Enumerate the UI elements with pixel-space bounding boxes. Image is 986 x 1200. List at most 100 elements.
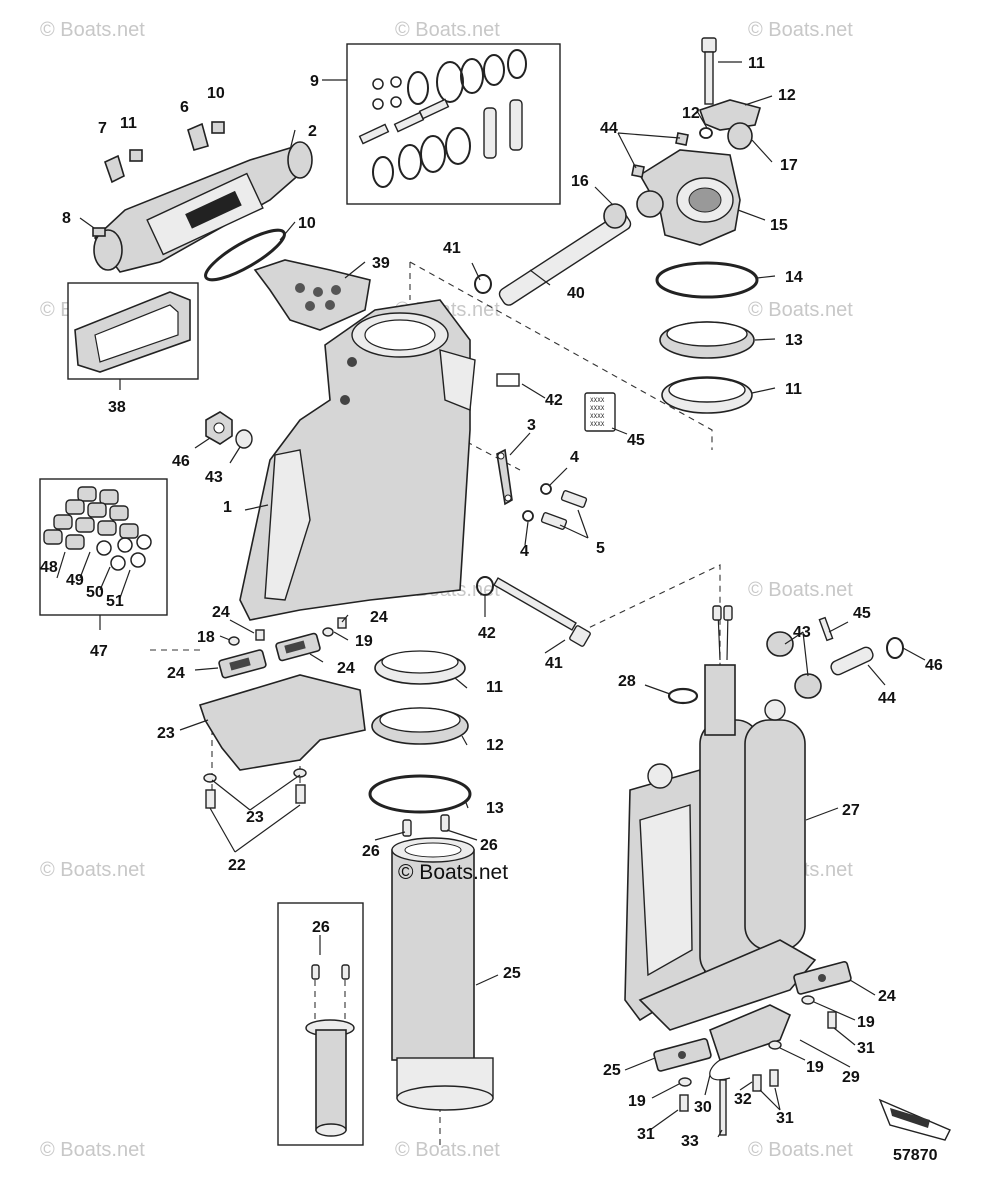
part-seal-12 [659, 321, 755, 359]
part-pin-43 [830, 646, 874, 676]
callout: 26 [312, 919, 330, 936]
decal-text: XXXX [590, 405, 605, 412]
part-bolt-39 [493, 577, 591, 647]
part-screw-23 [255, 629, 265, 641]
part-fittings-6-10 [104, 121, 225, 184]
callout: 11 [120, 115, 137, 132]
center-watermark: © Boats.net [398, 861, 508, 884]
callout: 7 [98, 120, 107, 137]
part-plate-29 [709, 1004, 792, 1062]
part-washer-19 [678, 1077, 692, 1087]
part-screw-20 [295, 784, 306, 804]
watermark: © Boats.net [748, 19, 853, 41]
callout: 10 [298, 215, 316, 232]
part-screw-23 [337, 617, 347, 629]
callout: 48 [40, 559, 58, 576]
watermark: © Boats.net [40, 19, 145, 41]
callout: 30 [694, 1099, 712, 1116]
part-washer-19 [322, 627, 334, 637]
part-retainer-45 [886, 637, 904, 659]
callout: 13 [785, 332, 803, 349]
callout: 39 [372, 255, 390, 272]
callout: 46 [172, 453, 190, 470]
callout: 40 [567, 285, 585, 302]
part-plate-22 [198, 674, 366, 771]
part-pin-26 [440, 814, 450, 832]
part-washer-4 [522, 510, 534, 522]
callout: 13 [486, 800, 504, 817]
callout: 12 [778, 87, 796, 104]
callout: 22 [228, 857, 246, 874]
callout: 3 [527, 417, 536, 434]
callout: 19 [355, 633, 373, 650]
callout: 11 [785, 381, 802, 398]
part-cylinder-25 [391, 837, 494, 1111]
part-anode-24 [275, 632, 321, 662]
callout: 14 [785, 269, 803, 286]
part-anode-24 [218, 649, 267, 679]
part-bracket-3 [496, 448, 513, 506]
callout: 28 [618, 673, 636, 690]
callout: 46 [925, 657, 943, 674]
part-wires [712, 605, 733, 661]
callout: 9 [310, 73, 319, 90]
part-screw-33 [752, 1074, 762, 1092]
callout: 31 [776, 1110, 794, 1127]
callout: 18 [197, 629, 215, 646]
part-screw-31 [769, 1069, 779, 1087]
part-washer-19 [228, 636, 240, 646]
part-seal-13 [655, 261, 759, 299]
part-bushing-46 [766, 631, 822, 699]
callout: 49 [66, 572, 84, 589]
callout: 42 [545, 392, 563, 409]
callout: 4 [520, 543, 529, 560]
callout: 47 [90, 643, 108, 660]
callout: 8 [62, 210, 71, 227]
callout: 42 [478, 625, 496, 642]
callout: 45 [853, 605, 871, 622]
watermark: © Boats.net [748, 299, 853, 321]
part-pin-44 [818, 616, 834, 642]
callout: 44 [878, 690, 896, 707]
part-anode-24 [793, 960, 852, 995]
part-gasket-8 [204, 228, 286, 282]
part-bolt-16 [701, 37, 717, 105]
part-box-34 [67, 282, 199, 380]
callout: 33 [681, 1133, 699, 1150]
callout: 23 [157, 725, 175, 742]
callout: 31 [857, 1040, 875, 1057]
part-nut-42 [205, 411, 233, 445]
diagram-number: 57870 [893, 1147, 938, 1164]
callout: 41 [443, 240, 461, 257]
callout: 19 [857, 1014, 875, 1031]
callout: 26 [480, 837, 498, 854]
callout: 24 [337, 660, 355, 677]
watermark: © Boats.net [395, 19, 500, 41]
part-seal-13 [368, 774, 472, 814]
part-washer-21 [203, 773, 217, 783]
callout: 31 [637, 1126, 655, 1143]
part-washer-17 [699, 127, 713, 139]
callout: 23 [246, 809, 264, 826]
part-housing-2 [93, 141, 313, 273]
part-bushing-11 [661, 376, 753, 414]
decal-text: XXXX [590, 413, 605, 420]
callout: 2 [308, 123, 317, 140]
part-seal-12 [371, 707, 469, 745]
part-bushing-11 [374, 650, 466, 685]
part-bolt-32 [719, 1079, 727, 1136]
callout: 24 [212, 604, 230, 621]
callout: 25 [503, 965, 521, 982]
part-washer-4 [540, 483, 552, 495]
callout: 19 [628, 1093, 646, 1110]
watermark: © Boats.net [748, 579, 853, 601]
callout: 45 [627, 432, 645, 449]
watermark: © Boats.net [40, 859, 145, 881]
part-gimbal-housing-1 [239, 299, 476, 621]
callout: 12 [486, 737, 504, 754]
part-bolts-5 [540, 490, 588, 530]
part-screw-31 [679, 1094, 689, 1112]
part-fasteners-47 [631, 132, 689, 178]
part-washer-21 [293, 768, 307, 778]
